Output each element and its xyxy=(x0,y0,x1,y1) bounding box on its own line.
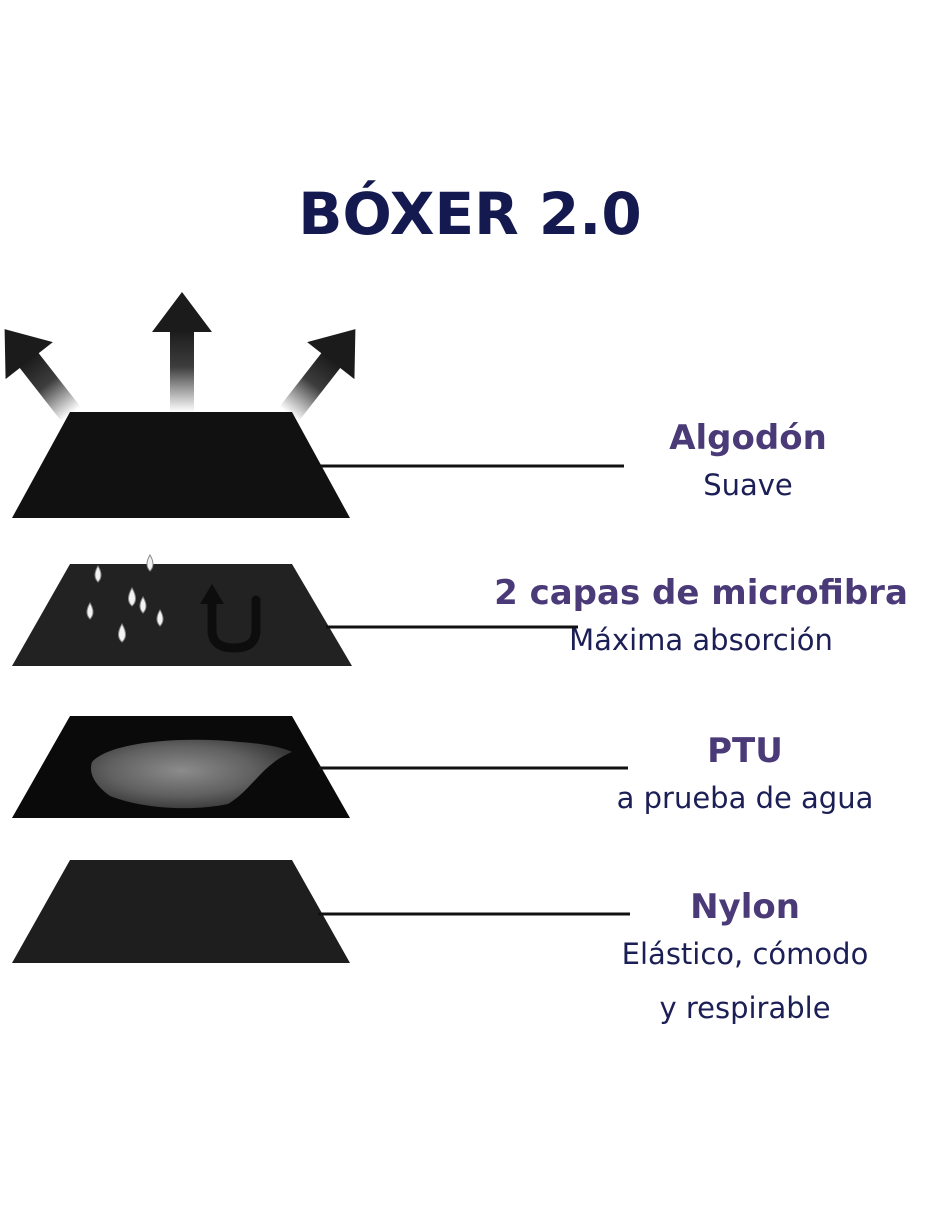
layer-description: Suave xyxy=(703,468,793,502)
layer-shape-cotton xyxy=(12,412,350,518)
layer-nylon xyxy=(12,860,630,963)
page-title: BÓXER 2.0 xyxy=(298,180,642,248)
layer-description: Máxima absorción xyxy=(569,623,833,657)
layer-shape-microfiber xyxy=(12,564,352,666)
layer-name: PTU xyxy=(707,731,783,771)
layer-name: Nylon xyxy=(690,887,800,927)
layer-microfiber xyxy=(12,554,578,666)
absorption-arrow-icon xyxy=(200,584,261,653)
plain-layer-icon xyxy=(12,860,350,963)
water-drops-icon xyxy=(86,554,164,643)
layer-label-ptu: PTU a prueba de agua xyxy=(580,731,910,825)
breathable-arrows-icon xyxy=(4,292,356,422)
layer-name: Algodón xyxy=(669,418,827,458)
layer-label-microfiber: 2 capas de microfibra Máxima absorción xyxy=(466,573,936,667)
layer-label-cotton: Algodón Suave xyxy=(612,418,884,512)
layer-ptu xyxy=(12,716,628,818)
layer-label-nylon: Nylon Elástico, cómodo y respirable xyxy=(580,887,910,1035)
layer-cotton xyxy=(4,292,624,518)
layer-description: Elástico, cómodo y respirable xyxy=(621,937,869,1025)
layer-name: 2 capas de microfibra xyxy=(494,573,908,613)
waterproof-membrane-icon xyxy=(90,739,292,809)
layer-description: a prueba de agua xyxy=(616,781,874,815)
